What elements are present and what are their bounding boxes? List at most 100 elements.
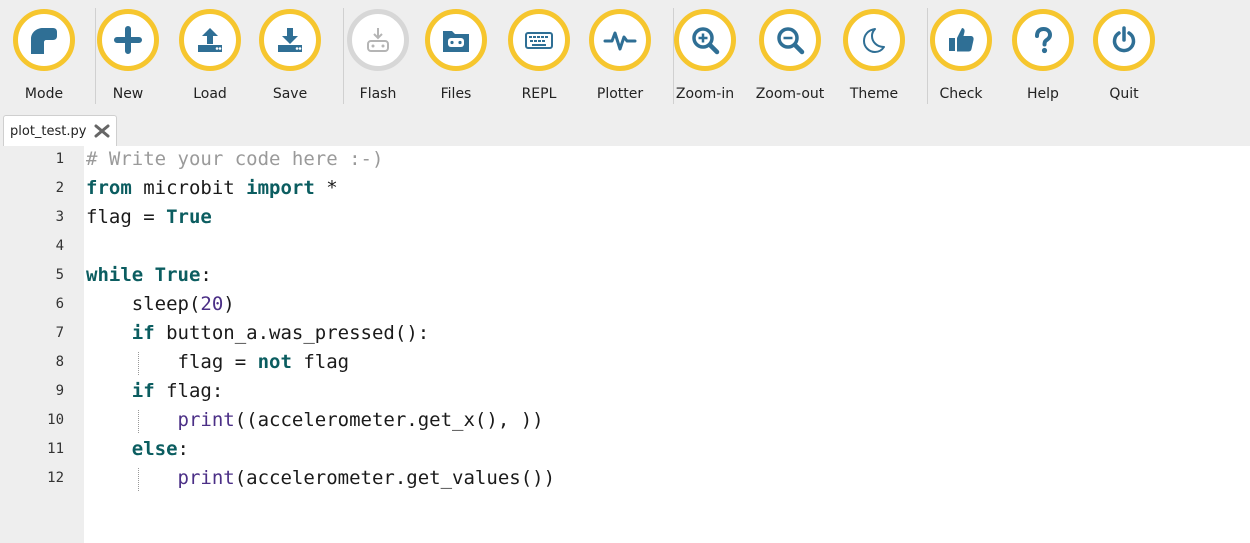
code-line[interactable]: if button_a.was_pressed(): (86, 319, 429, 348)
theme-label: Theme (849, 86, 899, 102)
indent-guide (138, 468, 139, 491)
load-label: Load (193, 86, 227, 102)
code-token (86, 409, 178, 431)
code-token: from (86, 177, 132, 199)
tab-plot-test[interactable]: plot_test.py (3, 115, 118, 146)
files-label: Files (440, 86, 472, 102)
save-button[interactable]: Save (254, 6, 334, 106)
toolbar-separator (343, 8, 344, 104)
plus-icon (97, 9, 159, 71)
quit-button[interactable]: Quit (1088, 6, 1168, 106)
zoom-in-icon (674, 9, 736, 71)
zoom-out-button[interactable]: Zoom-out (754, 6, 834, 106)
toolbar-separator (673, 8, 674, 104)
line-number: 12 (47, 470, 64, 486)
line-number: 10 (47, 412, 64, 428)
load-button[interactable]: Load (174, 6, 254, 106)
code-line[interactable]: flag = True (86, 203, 212, 232)
code-token: if (131, 322, 155, 344)
zoom-in-label: Zoom-in (675, 86, 735, 102)
code-line[interactable]: print((accelerometer.get_x(), )) (86, 406, 544, 435)
code-token: button_a.was_pressed(): (154, 322, 430, 344)
save-label: Save (272, 86, 308, 102)
code-token: ) (223, 293, 235, 315)
code-line[interactable]: if flag: (86, 377, 224, 406)
line-number: 6 (55, 296, 64, 312)
line-number: 11 (47, 441, 64, 457)
code-line[interactable]: from microbit import * (86, 174, 338, 203)
code-token (143, 264, 154, 286)
quit-label: Quit (1109, 86, 1139, 102)
code-token: : (177, 438, 189, 460)
line-number: 7 (55, 325, 64, 341)
mode-icon (13, 9, 75, 71)
line-number: 3 (55, 209, 64, 225)
line-number: 1 (55, 151, 64, 167)
code-token: True (166, 206, 212, 228)
code-token: True (154, 264, 201, 286)
zoom-in-button[interactable]: Zoom-in (669, 6, 749, 106)
flash-button[interactable]: Flash (342, 6, 422, 106)
code-line[interactable]: flag = not flag (86, 348, 350, 377)
code-line[interactable]: print(accelerometer.get_values()) (86, 464, 556, 493)
download-icon (259, 9, 321, 71)
theme-button[interactable]: Theme (838, 6, 918, 106)
moon-icon (843, 9, 905, 71)
repl-label: REPL (521, 86, 557, 102)
code-token: : (200, 264, 212, 286)
check-label: Check (939, 86, 983, 102)
code-line[interactable]: else: (86, 435, 189, 464)
help-label: Help (1027, 86, 1059, 102)
indent-guide (138, 410, 139, 433)
code-token: (accelerometer.get_values()) (234, 467, 556, 489)
toolbar-separator (927, 8, 928, 104)
code-token: flag = (86, 206, 167, 228)
new-button[interactable]: New (92, 6, 172, 106)
code-token: not (257, 351, 292, 373)
code-token: print (177, 409, 235, 431)
power-icon (1093, 9, 1155, 71)
close-icon[interactable] (94, 124, 110, 138)
upload-icon (179, 9, 241, 71)
flash-label: Flash (359, 86, 397, 102)
flash-icon (347, 9, 409, 71)
zoom-out-label: Zoom-out (755, 86, 825, 102)
line-number: 5 (55, 267, 64, 283)
indent-guide (138, 352, 139, 375)
code-token (86, 380, 132, 402)
check-button[interactable]: Check (925, 6, 1005, 106)
toolbar-separator (95, 8, 96, 104)
code-token: import (246, 177, 315, 199)
files-button[interactable]: Files (420, 6, 500, 106)
code-line[interactable]: # Write your code here :-) (86, 145, 383, 174)
code-line[interactable]: sleep(20) (86, 290, 235, 319)
code-token (86, 467, 178, 489)
line-number: 4 (55, 238, 64, 254)
mode-label: Mode (24, 86, 64, 102)
tab-bar: plot_test.py (0, 115, 1250, 147)
line-number: 2 (55, 180, 64, 196)
code-token: microbit (131, 177, 247, 199)
code-token: while (86, 264, 144, 286)
repl-button[interactable]: REPL (503, 6, 583, 106)
code-token (86, 438, 132, 460)
plotter-label: Plotter (596, 86, 644, 102)
code-token: 20 (200, 293, 224, 315)
code-token: flag: (154, 380, 224, 402)
line-number: 8 (55, 354, 64, 370)
zoom-out-icon (759, 9, 821, 71)
code-token: if (131, 380, 155, 402)
code-token: * (314, 177, 338, 199)
mode-button[interactable]: Mode (8, 6, 88, 106)
help-button[interactable]: Help (1007, 6, 1087, 106)
code-line[interactable]: while True: (86, 261, 212, 290)
tab-label: plot_test.py (10, 123, 87, 139)
code-token: ((accelerometer.get_x(), )) (234, 409, 544, 431)
plotter-button[interactable]: Plotter (584, 6, 664, 106)
code-token: flag (291, 351, 350, 373)
question-icon (1012, 9, 1074, 71)
code-token: sleep( (86, 293, 201, 315)
